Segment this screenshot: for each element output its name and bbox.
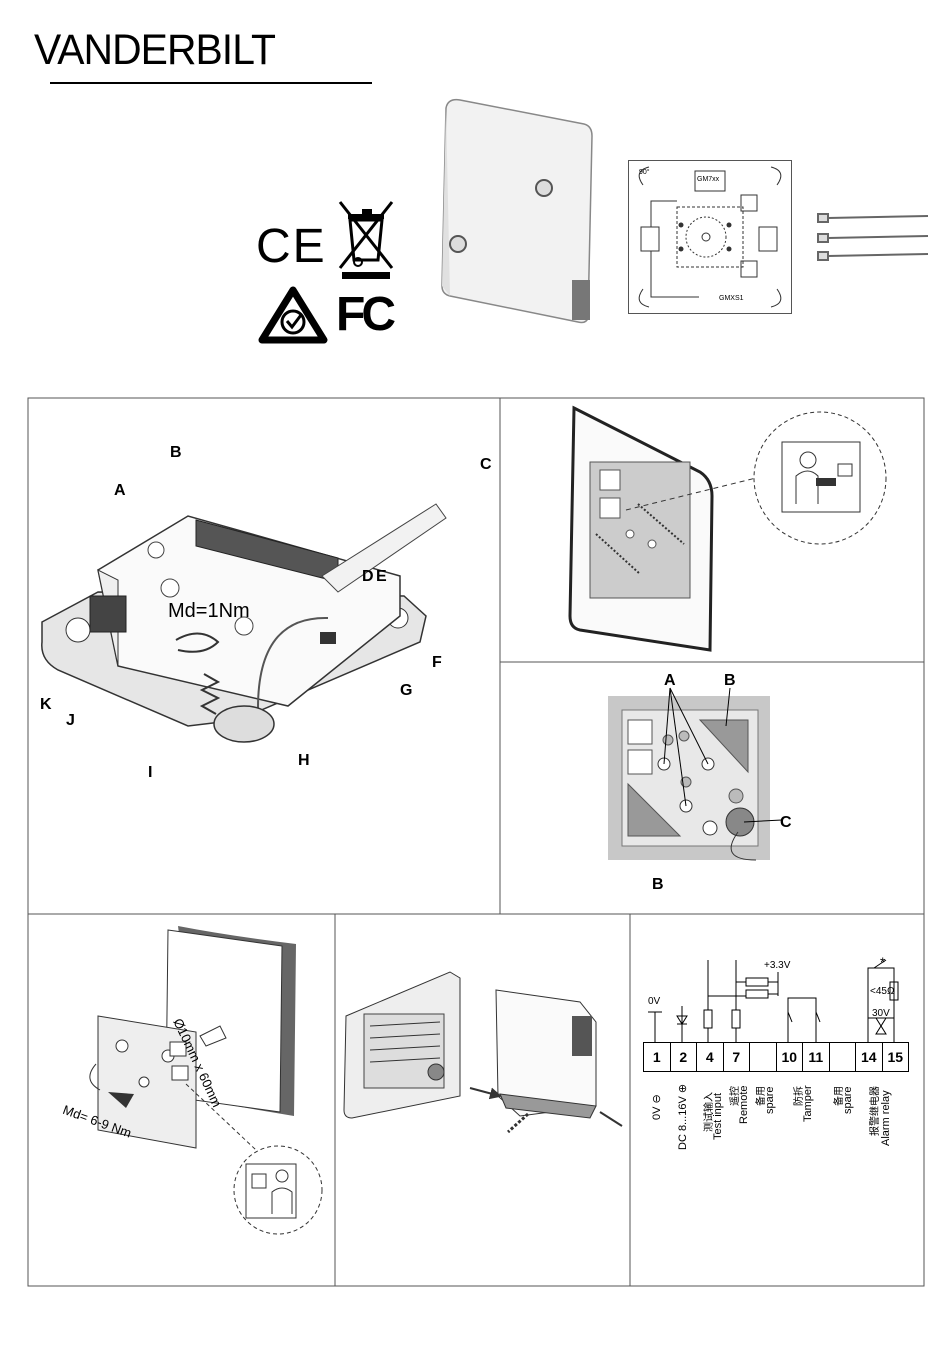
terminal-10: 10 [777, 1043, 804, 1071]
terminal-blank-2 [830, 1043, 857, 1071]
fn-label-0v: 0V ⊖ [650, 1080, 666, 1170]
detector-assembly-drawing [38, 420, 498, 800]
callout-b: B [170, 444, 182, 462]
fn-label-test: 测试输入 Test input [700, 1080, 728, 1170]
terminal-2: 2 [671, 1043, 698, 1071]
ov-label: 0V [648, 996, 660, 1007]
resistor-label: <45Ω [870, 986, 894, 997]
callout-k: K [40, 696, 52, 714]
terminal-14: 14 [856, 1043, 883, 1071]
callout-h: H [298, 752, 310, 770]
supply-label: +3.3V [764, 960, 790, 971]
callout-f: F [432, 654, 442, 672]
callout-c: C [480, 456, 492, 474]
wall-mounting-drawing [60, 924, 330, 1234]
panel3-callout-b-top: B [724, 672, 736, 690]
panel3-callout-b-bottom: B [652, 876, 664, 894]
housing-back-drawing [560, 404, 900, 658]
terminal-1: 1 [644, 1043, 671, 1071]
housing-open-drawing [340, 966, 625, 1136]
terminal-strip: 1 2 4 7 10 11 14 15 [643, 1042, 909, 1072]
callout-d: D [362, 568, 374, 586]
fn-label-spare-2: 备用 spare [830, 1080, 858, 1170]
asterisk-label: * [880, 954, 885, 970]
terminal-11: 11 [803, 1043, 830, 1071]
torque-label-1: Md=1Nm [168, 600, 250, 623]
callout-g: G [400, 682, 412, 700]
fn-label-dc: DC 8...16V ⊕ [676, 1080, 692, 1170]
terminal-15: 15 [883, 1043, 909, 1071]
callout-e: E [376, 568, 387, 586]
fn-label-alarm: 报警继电器 Alarm relay [866, 1080, 896, 1170]
fn-label-spare-1: 备用 spare [752, 1080, 780, 1170]
terminal-4: 4 [697, 1043, 724, 1071]
terminal-7: 7 [724, 1043, 751, 1071]
callout-j: J [66, 712, 75, 730]
fn-label-remote: 遥控 Remote [726, 1080, 754, 1170]
panel3-callout-c: C [780, 814, 792, 832]
callout-a: A [114, 482, 126, 500]
fn-label-tamper: 防拆 Tamper [790, 1080, 818, 1170]
panel3-leaders [600, 680, 840, 880]
terminal-blank-1 [750, 1043, 777, 1071]
zener-label: 30V [872, 1008, 890, 1019]
callout-i: I [148, 764, 152, 782]
panel3-callout-a: A [664, 672, 676, 690]
